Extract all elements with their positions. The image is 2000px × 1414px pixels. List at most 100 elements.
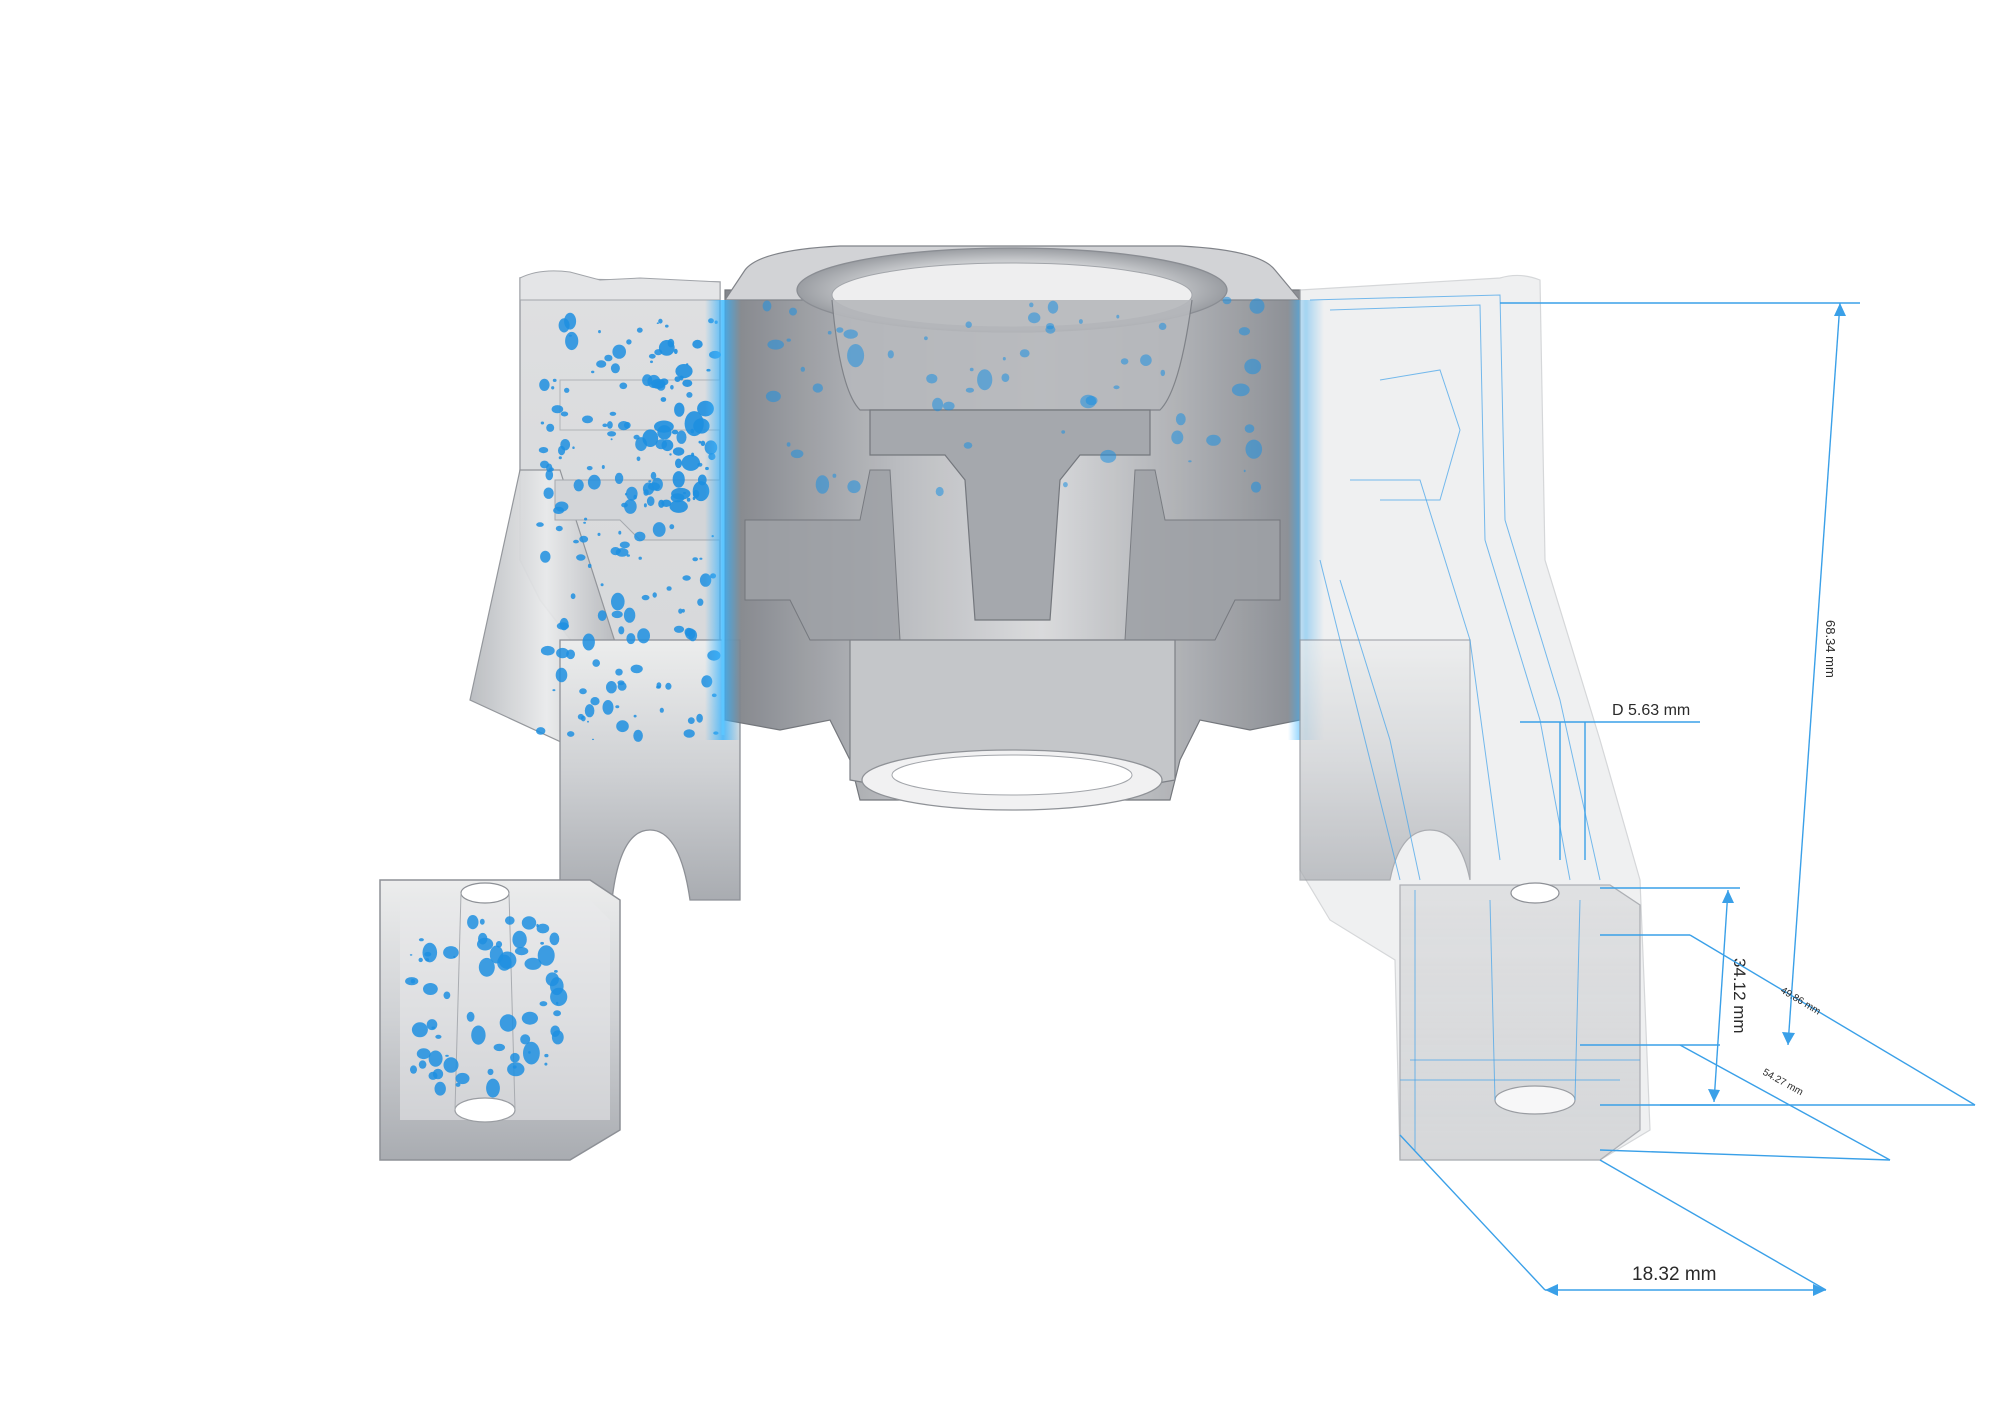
pore — [650, 471, 657, 480]
pore — [610, 438, 613, 441]
pore — [932, 397, 944, 412]
pore — [604, 354, 613, 362]
pore — [633, 729, 643, 742]
label-depth-a: 49.86 mm — [1778, 985, 1822, 1017]
pore — [559, 617, 569, 631]
pore — [418, 1060, 427, 1069]
pore — [551, 386, 555, 390]
pore — [673, 625, 685, 633]
pore — [832, 473, 837, 478]
pore — [660, 397, 667, 402]
dimension-height-overall: 68.34 mm — [1500, 302, 1860, 1046]
pore — [606, 681, 617, 694]
pore — [586, 466, 593, 471]
pore — [614, 472, 624, 484]
dimension-diameter: D 5.63 mm — [1520, 702, 1700, 860]
pore — [479, 918, 485, 925]
pore — [536, 727, 546, 735]
pore — [445, 1054, 449, 1057]
pore — [607, 431, 617, 437]
pore — [540, 460, 549, 469]
pore — [789, 307, 797, 316]
pore — [1244, 424, 1255, 433]
pore — [523, 1041, 540, 1065]
pore — [765, 390, 781, 403]
pore — [1160, 369, 1166, 377]
pore — [1113, 385, 1120, 390]
pore — [507, 1062, 525, 1077]
pore — [1100, 449, 1117, 463]
pore — [1231, 383, 1250, 397]
pore — [493, 1043, 505, 1052]
pore — [558, 318, 570, 333]
pore — [661, 439, 674, 452]
pore — [1001, 373, 1010, 383]
pore — [602, 423, 608, 428]
pore — [598, 330, 601, 334]
pore — [584, 704, 595, 718]
pore — [539, 378, 550, 391]
dimension-annotations: 68.34 mm D 5.63 mm 34.12 mm 49.86 mm — [1399, 302, 1976, 1296]
pore — [697, 598, 704, 606]
pore — [1243, 469, 1246, 473]
pore — [666, 586, 672, 591]
porosity-cluster-foot — [405, 915, 568, 1098]
pore — [579, 535, 589, 543]
pore — [1250, 481, 1262, 493]
pore — [536, 923, 550, 934]
pore — [762, 300, 772, 312]
pore — [648, 482, 660, 491]
pore — [684, 411, 704, 437]
pore — [674, 376, 681, 382]
pore — [669, 524, 675, 530]
pore — [618, 530, 622, 535]
pore — [682, 575, 691, 581]
pore — [675, 458, 682, 469]
pore — [626, 486, 638, 501]
label-height-overall: 68.34 mm — [1823, 620, 1838, 678]
pore — [699, 557, 703, 560]
pore — [596, 360, 607, 368]
pore — [428, 1050, 443, 1067]
pore — [641, 594, 650, 601]
pore — [551, 1030, 564, 1045]
pore — [652, 522, 666, 537]
pore — [443, 1057, 459, 1073]
pore — [686, 392, 693, 398]
pore — [636, 456, 641, 462]
pore — [670, 493, 685, 503]
pore — [1046, 323, 1055, 330]
pore — [431, 1026, 436, 1029]
pore — [634, 531, 646, 542]
pore — [587, 720, 589, 723]
pore — [815, 475, 830, 494]
pore — [670, 385, 674, 390]
pore — [560, 439, 571, 451]
wireframe-overlay — [1309, 294, 1640, 1150]
pore — [540, 421, 545, 425]
dimension-height-foot: 34.12 mm — [1600, 887, 1749, 1106]
pore — [591, 738, 595, 741]
pore — [623, 607, 636, 623]
pore — [572, 446, 575, 450]
pore — [478, 932, 488, 945]
pore — [510, 1052, 520, 1063]
pore — [576, 554, 586, 561]
pore — [520, 1034, 531, 1045]
pore — [558, 456, 562, 460]
pore — [550, 987, 568, 1007]
pore — [667, 338, 675, 348]
pore — [566, 649, 575, 660]
pore — [692, 496, 696, 501]
pore — [545, 972, 559, 987]
pore — [556, 1001, 559, 1005]
pore — [570, 593, 576, 600]
pore — [965, 321, 972, 329]
pore — [425, 958, 430, 962]
pore — [610, 363, 620, 374]
pore — [597, 610, 607, 621]
pore — [512, 930, 527, 949]
pore — [652, 592, 657, 598]
pore — [618, 549, 621, 553]
pore — [587, 563, 592, 569]
